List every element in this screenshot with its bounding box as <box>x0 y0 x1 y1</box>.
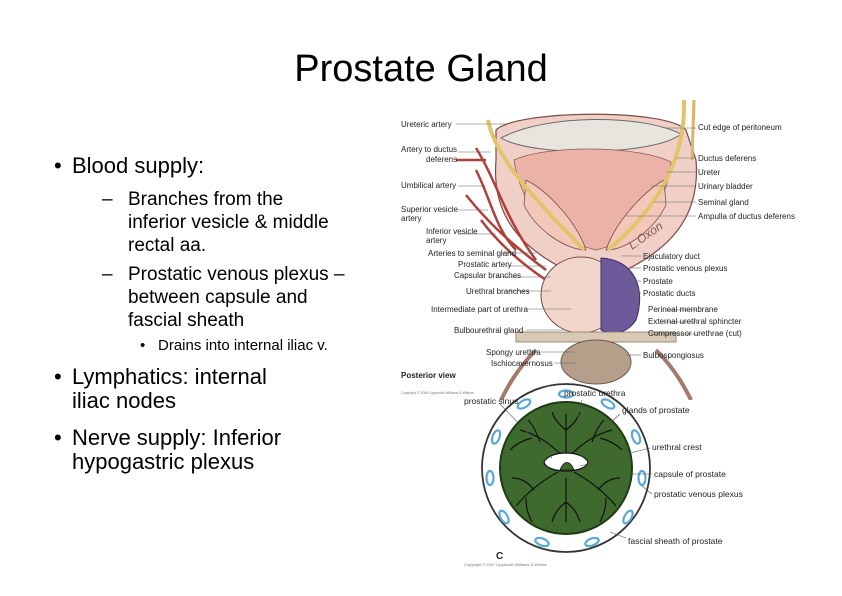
sub-bullet-line: rectal aa. <box>128 235 207 256</box>
seminal-gland-left-shape <box>523 179 587 251</box>
bullet-line: iliac nodes <box>72 388 176 413</box>
label-capsular-branches: Capsular branches <box>454 271 521 280</box>
label-bulbospongiosus: Bulbospongiosus <box>643 351 704 360</box>
label-ductus-deferens: Ductus deferens <box>698 154 756 163</box>
label-fascial-sheath: fascial sheath of prostate <box>628 536 723 546</box>
sub-bullet-line: fascial sheath <box>128 310 245 331</box>
panel-letter: C <box>496 551 503 562</box>
figure-labels-right: Cut edge of peritoneum Ductus deferens U… <box>643 123 795 360</box>
label-perineal-membrane: Perineal membrane <box>648 305 718 314</box>
ureter-right-shape <box>690 100 696 161</box>
bullet-glyph: • <box>54 153 62 178</box>
label-ureter: Ureter <box>698 168 721 177</box>
label-inferior-vesicle: Inferior vesicle <box>426 227 478 236</box>
leader-lines-left <box>456 123 576 364</box>
label-ampulla: Ampulla of ductus deferens <box>698 212 795 221</box>
leader-lines-bottom <box>499 399 653 539</box>
label-prostatic-ducts: Prostatic ducts <box>643 289 695 298</box>
bullet-glyph: • <box>54 364 62 389</box>
label-urethral-branches: Urethral branches <box>466 287 530 296</box>
bullet-nerve-supply: • Nerve supply: Inferior hypogastric ple… <box>54 425 282 474</box>
sub-bullet-branches: – Branches from the inferior vesicle & m… <box>102 188 329 257</box>
label-ureteric-artery: Ureteric artery <box>401 120 452 129</box>
venous-plexus-ring <box>485 389 647 548</box>
view-label: Posterior view <box>401 371 456 380</box>
label-superior-vesicle: Superior vesicle <box>401 205 458 214</box>
prostatic-venous-plexus-shape <box>600 257 641 334</box>
seminal-gland-right-shape <box>605 179 667 251</box>
ischiocavernosus-shape <box>499 348 693 400</box>
label-bulbourethral-gland: Bulbourethral gland <box>454 326 523 335</box>
cross-section-labels: prostatic urethra prostatic sinus glands… <box>464 388 743 546</box>
label-urethral-crest: urethral crest <box>652 442 702 452</box>
ductus-deferens-right-shape <box>606 100 687 252</box>
sub-sub-bullet-drains: • Drains into internal iliac v. <box>140 337 328 355</box>
label-cut-edge-peritoneum: Cut edge of peritoneum <box>698 123 782 132</box>
arteries-group <box>456 147 547 282</box>
sub-bullet-line: Branches from the <box>128 189 284 210</box>
bullet-glyph: • <box>54 425 62 450</box>
bulb-penis-shape <box>560 339 632 385</box>
bullet-line: Lymphatics: internal <box>72 364 267 389</box>
dash-glyph: – <box>102 264 113 285</box>
bullet-text: Blood supply: <box>72 153 205 178</box>
figure-labels-left: Ureteric artery Artery to ductus deferen… <box>401 120 553 368</box>
sub-bullet-line: between capsule and <box>128 287 308 308</box>
label-ejaculatory-duct: Ejaculatory duct <box>643 252 701 261</box>
prostate-cross-section-figure: prostatic urethra prostatic sinus glands… <box>464 383 743 567</box>
sub-bullet-line: inferior vesicle & middle <box>128 212 329 233</box>
slide-title: Prostate Gland <box>294 48 548 90</box>
sub-bullet-venous: – Prostatic venous plexus – between caps… <box>102 263 345 332</box>
bullet-line: Nerve supply: Inferior <box>72 425 282 450</box>
figure-copyright: Copyright © 2006 Lippincott Williams & W… <box>401 391 474 395</box>
label-umbilical-artery: Umbilical artery <box>401 181 456 190</box>
label-ischiocavernosus: Ischiocavernosus <box>491 359 553 368</box>
label-superior-vesicle-artery: artery <box>401 214 421 223</box>
bullet-lymphatics: • Lymphatics: internal iliac nodes <box>54 364 267 413</box>
label-intermediate-urethra: Intermediate part of urethra <box>431 305 528 314</box>
glands-of-prostate-group <box>509 411 623 523</box>
label-prostatic-venous-plexus-bottom: prostatic venous plexus <box>654 489 743 499</box>
ductus-deferens-left-shape <box>486 119 586 252</box>
prostate-posterior-view-figure: L.Oxon Ureteric artery Artery to duc <box>401 100 795 400</box>
label-seminal-gland: Seminal gland <box>698 198 749 207</box>
label-capsule-of-prostate: capsule of prostate <box>654 469 726 479</box>
bullet-line: hypogastric plexus <box>72 449 255 474</box>
leader-lines-right <box>621 127 696 356</box>
urethral-crest-shape <box>559 462 575 471</box>
bullet-text: Drains into internal iliac v. <box>158 337 328 354</box>
label-spongy-urethra: Spongy urethra <box>486 348 541 357</box>
label-glands-of-prostate: glands of prostate <box>622 405 690 415</box>
label-prostatic-sinus: prostatic sinus <box>464 396 518 406</box>
dash-glyph: – <box>102 189 113 210</box>
label-deferens: deferens <box>426 155 457 164</box>
bullet-glyph: • <box>140 337 146 354</box>
label-prostatic-venous-plexus: Prostatic venous plexus <box>643 264 728 273</box>
prostatic-urethra-shape <box>543 452 589 472</box>
bullet-blood-supply: • Blood supply: <box>54 153 205 178</box>
bottom-figure-copyright: Copyright © 2007 Lippincott Williams & W… <box>464 562 547 567</box>
label-arteries-to-seminal-gland: Arteries to seminal gland <box>428 249 516 258</box>
label-prostatic-urethra: prostatic urethra <box>564 388 626 398</box>
label-prostatic-artery: Prostatic artery <box>458 260 512 269</box>
label-external-urethral-sphincter: External urethral sphincter <box>648 317 742 326</box>
sub-bullet-line: Prostatic venous plexus – <box>128 264 345 285</box>
label-prostate: Prostate <box>643 277 673 286</box>
label-artery-to-ductus: Artery to ductus <box>401 145 457 154</box>
label-inferior-vesicle-artery: artery <box>426 236 446 245</box>
label-urinary-bladder: Urinary bladder <box>698 182 753 191</box>
label-compressor-urethrae: Compressor urethrae (cut) <box>648 329 742 338</box>
